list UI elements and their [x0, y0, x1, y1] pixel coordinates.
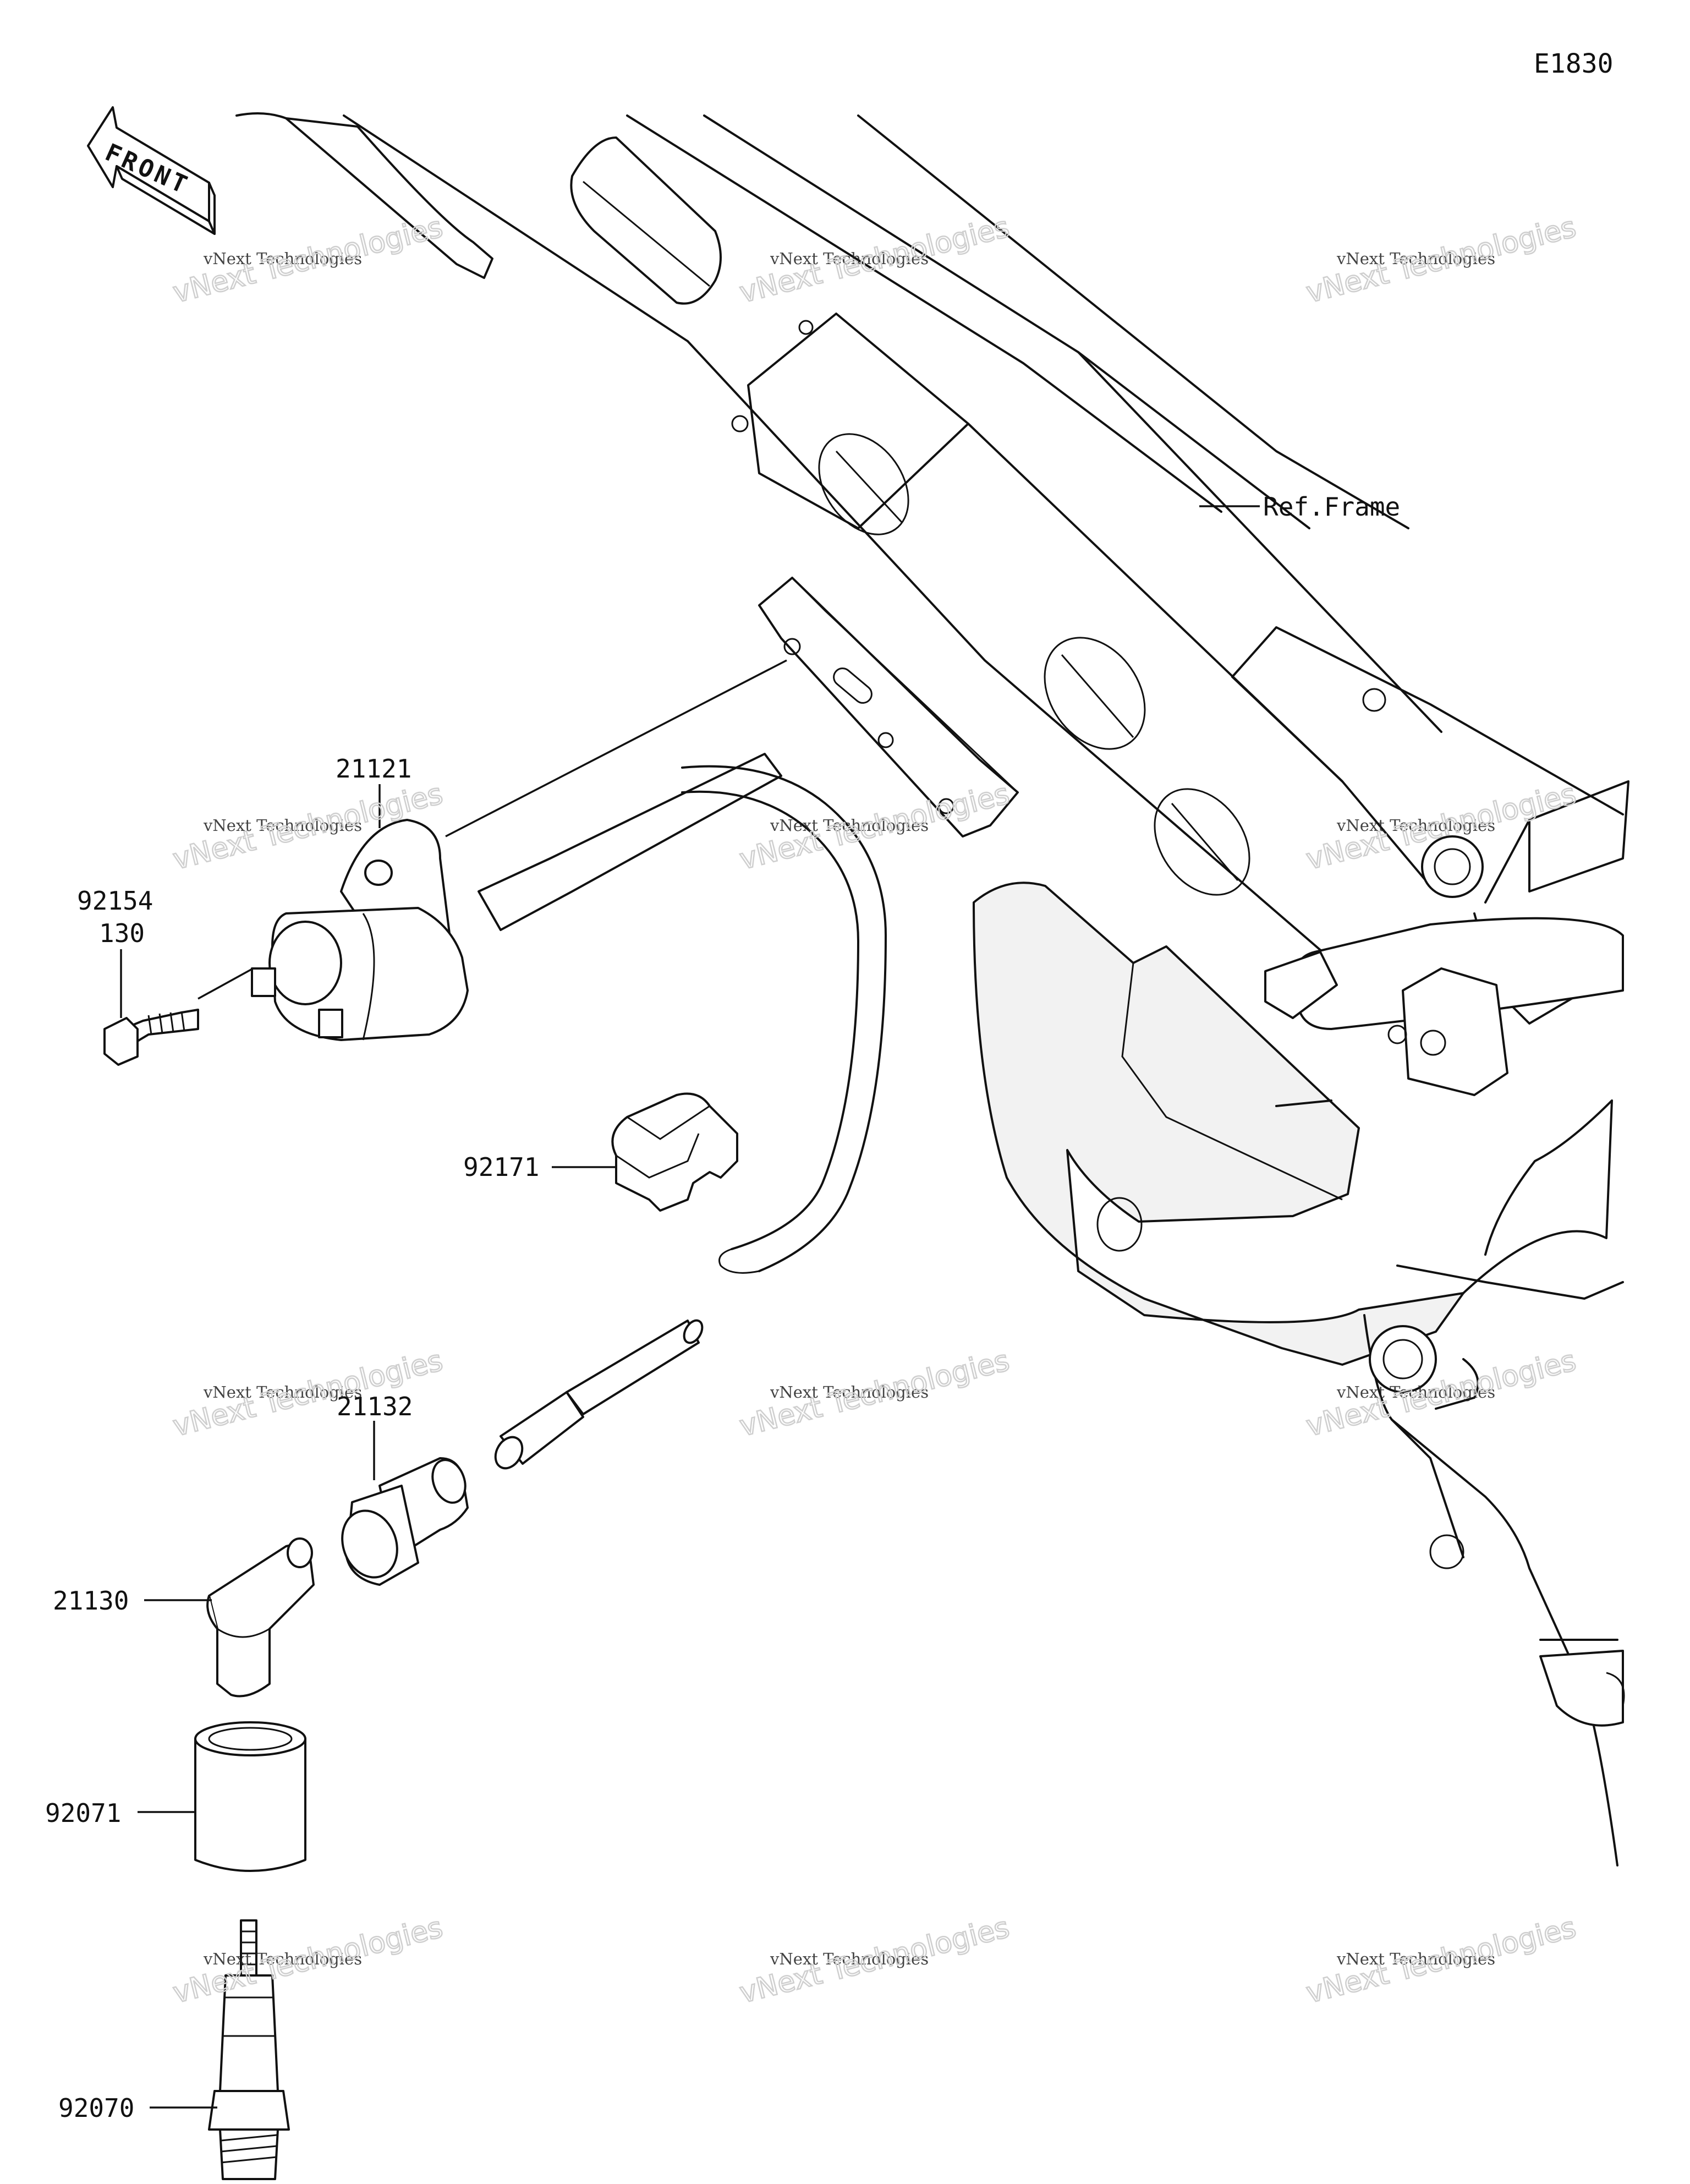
front-arrow-icon: FRONT — [87, 106, 216, 235]
ignition-coil — [251, 753, 782, 1041]
plug-seal — [194, 1721, 306, 1872]
svg-text:vNext Technologies: vNext Technologies — [203, 1383, 362, 1402]
part-number-21132: 21132 — [337, 1392, 413, 1421]
part-number-92071: 92071 — [45, 1798, 121, 1828]
svg-text:vNext Technologies: vNext Technologies — [203, 249, 362, 268]
svg-text:vNext Technologies: vNext Technologies — [770, 249, 929, 268]
part-number-21121: 21121 — [336, 754, 411, 784]
part-number-92171: 92171 — [463, 1152, 539, 1182]
part-number-92154: 92154 — [77, 886, 153, 916]
diagram-code: E1830 — [1534, 48, 1614, 79]
wire-clamp — [611, 1092, 738, 1212]
high-tension-lead — [494, 765, 887, 1470]
svg-text:vNext Technologies: vNext Technologies — [1336, 1950, 1495, 1968]
mounting-bolt — [103, 967, 254, 1066]
part-number-92070: 92070 — [58, 2093, 134, 2123]
svg-text:vNext Technologies: vNext Technologies — [203, 816, 362, 835]
watermark-group: vNext Technologies vNext Technologies vN… — [169, 210, 1580, 2011]
part-number-21130: 21130 — [53, 1586, 129, 1616]
svg-text:vNext Technologies: vNext Technologies — [1336, 249, 1495, 268]
svg-text:vNext Technologies: vNext Technologies — [1336, 816, 1495, 835]
frame-drawing — [235, 112, 1629, 1866]
spark-plug — [208, 1919, 290, 2180]
svg-text:vNext Technologies: vNext Technologies — [770, 1950, 929, 1968]
part-number-130: 130 — [99, 918, 145, 948]
svg-text:vNext Technologies: vNext Technologies — [770, 816, 929, 835]
boot-joint — [341, 1457, 469, 1586]
svg-text:vNext Technologies: vNext Technologies — [1336, 1383, 1495, 1402]
svg-text:vNext Technologies: vNext Technologies — [770, 1383, 929, 1402]
reference-label: Ref.Frame — [1263, 492, 1400, 522]
plug-cap — [206, 1537, 315, 1698]
svg-text:vNext Technologies: vNext Technologies — [203, 1950, 362, 1968]
